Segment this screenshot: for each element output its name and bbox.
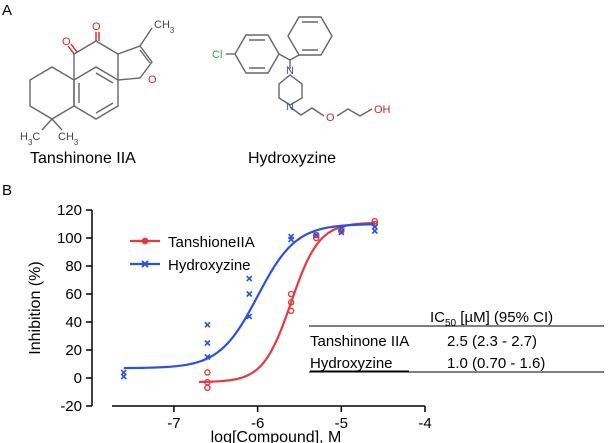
data-point: [204, 353, 211, 361]
x-tick-label: -4: [418, 415, 431, 432]
table-header: IC50 [µM] (95% CI): [430, 309, 553, 329]
legend-marker-hydroxyzine: [141, 260, 149, 268]
hydroxyzine-oh: OH: [374, 104, 391, 116]
x-tick-label: -7: [167, 415, 180, 432]
data-point: [338, 229, 345, 236]
data-point: [204, 369, 211, 376]
ic50-table: IC50 [µM] (95% CI) Tanshinone IIA 2.5 (2…: [309, 309, 604, 373]
y-ticks: -20 0 20 40 60 80 100 120: [57, 202, 92, 415]
y-tick-label: -20: [60, 398, 82, 415]
series-layer: [120, 217, 379, 392]
series-curve: [123, 223, 375, 370]
x-axis: -7 -6 -5 -4 log[Compound], M: [112, 405, 432, 443]
tanshinone-caption: Tanshinone IIA: [30, 150, 136, 167]
y-tick-label: 20: [65, 342, 82, 359]
legend-marker-tanshinone: [141, 237, 149, 245]
data-point: [246, 313, 253, 320]
data-point: [204, 321, 211, 328]
tanshinone-o-top-left: O: [62, 36, 71, 48]
x-ticks: -7 -6 -5 -4: [167, 406, 432, 432]
x-tick-label: -6: [251, 415, 264, 432]
data-point: [246, 290, 253, 298]
data-point: [287, 307, 295, 315]
table-row-1-name: Hydroxyzine: [310, 355, 393, 372]
y-tick-label: 40: [65, 314, 82, 331]
table-row-0-name: Tanshinone IIA: [310, 333, 409, 350]
tanshinone-carbonyls: [67, 32, 100, 55]
x-axis-label: log[Compound], M: [211, 429, 342, 443]
panel-b-label: B: [2, 182, 12, 199]
hydroxyzine-n-top: N: [286, 65, 294, 77]
chart: -20 0 20 40 60 80 100 120 Inhibition (%) -7 -6 -5…: [27, 202, 604, 443]
y-tick-label: 120: [57, 202, 82, 219]
x-tick-label: -5: [335, 415, 348, 432]
data-point: [204, 384, 211, 392]
legend-item-hydroxyzine: Hydroxyzine: [130, 257, 251, 274]
table-row-1-value: 1.0 (0.70 - 1.6): [447, 355, 545, 372]
data-point: [246, 275, 253, 282]
data-point: [287, 290, 295, 298]
tanshinone-o-furan: O: [148, 74, 157, 86]
tanshinone-structure: [29, 27, 153, 131]
hydroxyzine-cl: Cl: [212, 49, 222, 61]
data-point: [120, 373, 127, 380]
tanshinone-o-top-right: O: [92, 21, 101, 33]
y-tick-label: 0: [74, 370, 82, 387]
legend-label-tanshinone: TanshioneIIA: [168, 234, 255, 251]
tanshinone-methyl: CH3: [154, 19, 175, 35]
data-point: [204, 339, 211, 347]
y-tick-label: 60: [65, 286, 82, 303]
y-tick-label: 80: [65, 258, 82, 275]
legend-item-tanshinone: TanshioneIIA: [130, 234, 255, 251]
legend: TanshioneIIA Hydroxyzine: [130, 234, 255, 274]
data-point: [288, 236, 295, 243]
data-point: [371, 227, 378, 235]
legend-label-hydroxyzine: Hydroxyzine: [168, 257, 251, 274]
data-point: [313, 232, 320, 239]
series-1: [120, 223, 378, 380]
hydroxyzine-structure: [234, 16, 373, 117]
data-point: [371, 217, 379, 225]
panel-a-label: A: [2, 2, 12, 19]
hydroxyzine-caption: Hydroxyzine: [248, 150, 336, 167]
tanshinone-ch3-right: CH3: [58, 131, 79, 147]
table-row-0-value: 2.5 (2.3 - 2.7): [447, 333, 537, 350]
y-tick-label: 100: [57, 230, 82, 247]
hydroxyzine-n-bottom: N: [286, 101, 294, 113]
data-point: [312, 231, 320, 239]
tanshinone-h3c-left: H3C: [20, 131, 40, 147]
hydroxyzine-o-ether: O: [326, 112, 335, 124]
y-axis: -20 0 20 40 60 80 100 120 Inhibition (%): [27, 202, 93, 415]
y-axis-label: Inhibition (%): [27, 261, 44, 354]
data-point: [287, 299, 295, 306]
